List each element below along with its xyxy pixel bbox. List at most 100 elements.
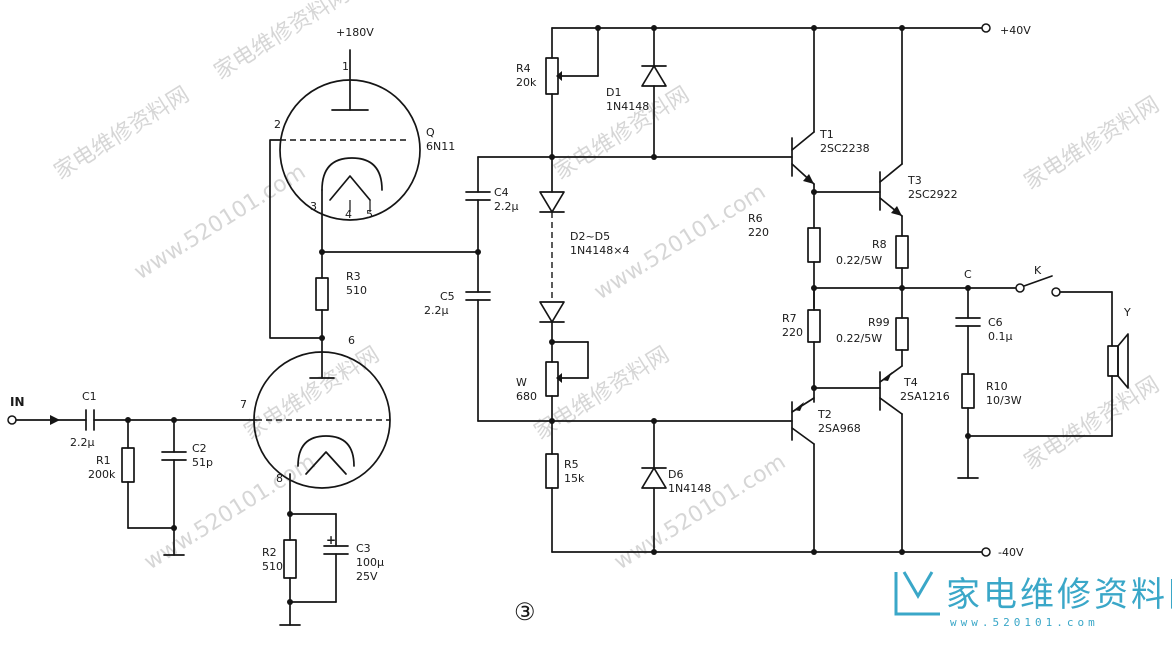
switch-k-contact [1051,287,1061,297]
r7-name: R7 [782,312,797,325]
speaker-y [1107,333,1129,389]
c4-name: C4 [494,186,509,199]
t4-part: 2SA1216 [900,390,950,403]
transistor-t3 [879,27,903,217]
t1-part: 2SC2238 [820,142,870,155]
r3-name: R3 [346,270,361,283]
r4-name: R4 [516,62,531,75]
r1-value: 200k [88,468,116,481]
speaker-y-label: Y [1123,306,1131,319]
d1-part: 1N4148 [606,100,649,113]
t2-part: 2SA968 [818,422,861,435]
r5-name: R5 [564,458,579,471]
d6-part: 1N4148 [668,482,711,495]
r8-name: R8 [872,238,887,251]
r6-value: 220 [748,226,769,239]
resistor-r6 [807,227,821,263]
t3-part: 2SC2922 [908,188,958,201]
tube-q-name: Q [426,126,435,139]
supply-180v-label: +180V [336,26,374,39]
c3-value: 100μ [356,556,384,569]
c5-name: C5 [440,290,455,303]
tube-pin-label: 5 [366,208,373,221]
d1-name: D1 [606,86,621,99]
transistor-t4 [879,365,903,553]
r10-value: 10/3W [986,394,1022,407]
tube-pin-label: 7 [240,398,247,411]
r10-name: R10 [986,380,1008,393]
transistor-t2 [791,397,815,553]
input-terminal [7,415,17,425]
d2d5-part: 1N4148×4 [570,244,629,257]
c1-value: 2.2μ [70,436,95,449]
watermark-text: www.520101.com [140,450,320,576]
watermark-text: 家电维修资料网 [550,82,694,185]
resistor-r10 [961,373,975,409]
watermark-text: www.520101.com [590,180,770,306]
watermark-text: 家电维修资料网 [240,342,384,445]
switch-k-label: K [1034,264,1042,277]
resistor-r2 [283,539,297,579]
supply-neg40-label: -40V [998,546,1024,559]
logo-text: 家电维修资料网 [946,575,1172,615]
c6-name: C6 [988,316,1003,329]
transistor-t1 [791,27,815,185]
r5-value: 15k [564,472,585,485]
c2-name: C2 [192,442,207,455]
r6-name: R6 [748,212,763,225]
figure-number: ③ [514,598,536,626]
tube-pin-label: 6 [348,334,355,347]
w-value: 680 [516,390,537,403]
r3-value: 510 [346,284,367,297]
potentiometer-w [545,361,559,397]
d2d5-name: D2~D5 [570,230,610,243]
w-name: W [516,376,527,389]
tube-pin-label: 3 [310,200,317,213]
supply-pos40-terminal [981,23,991,33]
r8-value: 0.22/5W [836,254,882,267]
resistor-r5 [545,453,559,489]
c2-value: 51p [192,456,213,469]
watermark-text: 家电维修资料网 [50,82,194,185]
c3-name: C3 [356,542,371,555]
tube-q [279,49,421,253]
r2-value: 510 [262,560,283,573]
c1-name: C1 [82,390,97,403]
watermark-text: www.520101.com [610,450,790,576]
resistor-r3 [315,277,329,311]
watermark-text: 家电维修资料网 [1020,372,1164,475]
c5-value: 2.2μ [424,304,449,317]
tube-q-part: 6N11 [426,140,455,153]
t1-name: T1 [819,128,834,141]
switch-k-contact [1015,283,1025,293]
d6-name: D6 [668,468,683,481]
t2-name: T2 [817,408,832,421]
c6-value: 0.1μ [988,330,1013,343]
r4-value: 20k [516,76,537,89]
node-c-label: C [964,268,972,281]
tube-pin-label: 2 [274,118,281,131]
r1-name: R1 [96,454,111,467]
site-logo: 家电维修资料网 www.520101.com [894,571,1172,629]
watermark-text: 家电维修资料网 [1020,92,1164,195]
supply-neg40-terminal [981,547,991,557]
watermark-text: www.520101.com [130,160,310,286]
r7-value: 220 [782,326,803,339]
logo-url: www.520101.com [950,616,1099,629]
tube-pin-label: 8 [276,472,283,485]
watermark-text: 家电维修资料网 [210,0,354,85]
t4-name: T4 [903,376,918,389]
resistor-r8 [895,235,909,269]
resistor-r99 [895,317,909,351]
r99-value: 0.22/5W [836,332,882,345]
resistor-r7 [807,309,821,343]
tube-pin-label: 1 [342,60,349,73]
r99-name: R99 [868,316,890,329]
c4-value: 2.2μ [494,200,519,213]
tube-pin-label: 4 [345,208,352,221]
c3-polarity: + [326,533,336,547]
c3-voltage: 25V [356,570,378,583]
resistor-r1 [121,447,135,483]
r2-name: R2 [262,546,277,559]
